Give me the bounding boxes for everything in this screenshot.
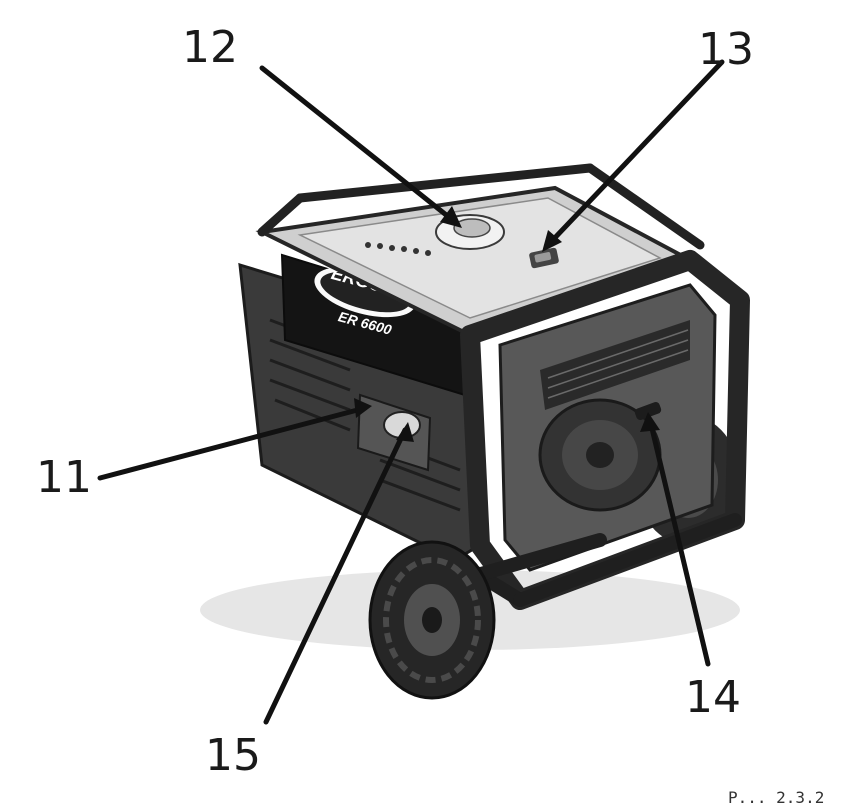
- callout-15: 15: [205, 730, 261, 781]
- top-panel-inner: [297, 197, 662, 319]
- callout-12: 12: [182, 22, 238, 73]
- leader-arrowheads: [354, 206, 660, 442]
- front-grille-lines: [547, 329, 689, 399]
- leader-line-14: [647, 417, 711, 667]
- leader-line-15: [263, 427, 408, 725]
- callout-11: 11: [36, 452, 92, 503]
- arrowhead-14: [640, 412, 660, 432]
- arrowhead-12: [440, 206, 462, 228]
- leader-line-12: [259, 65, 458, 225]
- starter-handle: [634, 402, 662, 420]
- callout-14: 14: [685, 672, 741, 723]
- callout-labels: 12 13 11 14 15: [36, 22, 754, 781]
- engine-block: [538, 398, 662, 512]
- front-wheel: [368, 540, 496, 700]
- leader-line-11: [97, 405, 368, 481]
- arrowhead-11: [354, 398, 372, 418]
- callout-13: 13: [698, 24, 754, 75]
- arrowhead-13: [542, 230, 562, 252]
- arrowhead-15: [396, 422, 414, 442]
- leader-line-13: [545, 59, 725, 248]
- top-control-icons: [365, 242, 431, 256]
- leader-lines: [97, 59, 725, 725]
- figure-reference: P... 2.3.2: [728, 788, 824, 805]
- generator-illustration: ERGOMAX ER 6600: [200, 163, 750, 700]
- fuel-gauge: [529, 247, 559, 269]
